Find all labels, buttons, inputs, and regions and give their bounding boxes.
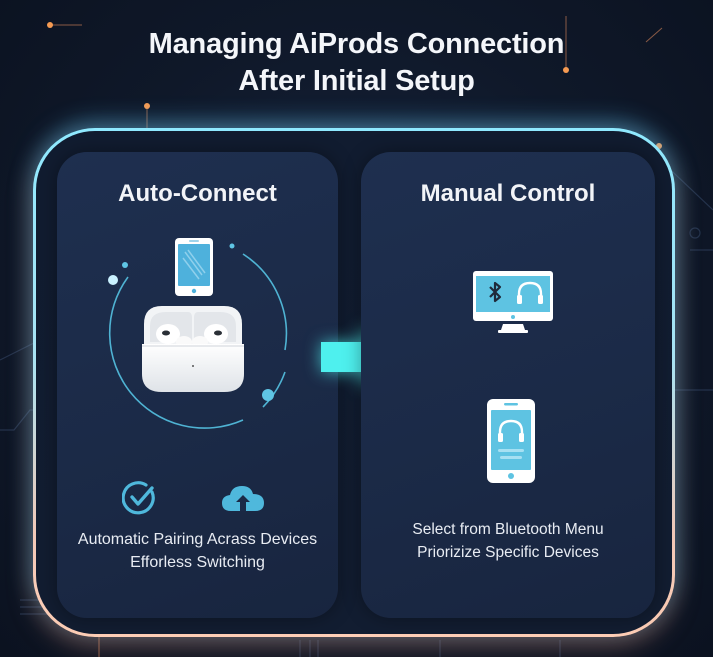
check-circle-icon [122, 481, 155, 515]
phone-headphones-icon [487, 399, 535, 483]
panel-title: Auto-Connect [118, 180, 277, 207]
panel-auto-connect: Auto-Connect [57, 152, 338, 618]
monitor-bluetooth-headphones-icon [473, 271, 553, 333]
auto-connect-description: Automatic Pairing Acrass Devices Efforle… [57, 528, 338, 574]
page-title: Managing AiProds Connection After Initia… [0, 26, 713, 100]
phone-icon [175, 238, 213, 296]
orbit-ring [108, 243, 288, 429]
panel-title: Manual Control [420, 180, 596, 207]
manual-control-description: Select from Bluetooth Menu Priorizize Sp… [361, 518, 655, 564]
feature-line: Automatic Pairing Acrass Devices [77, 531, 318, 548]
feature-line: Priorizize Specific Devices [417, 544, 599, 561]
airpods-case-icon [142, 306, 244, 392]
title-line-1: Managing AiProds Connection [148, 28, 565, 60]
feature-line: Efforless Switching [130, 554, 265, 571]
title-line-2: After Initial Setup [238, 65, 475, 97]
cloud-upload-icon [222, 486, 264, 511]
feature-line: Select from Bluetooth Menu [412, 521, 604, 538]
panel-manual-control: Manual Control Select from Bluetooth Men… [361, 152, 655, 618]
